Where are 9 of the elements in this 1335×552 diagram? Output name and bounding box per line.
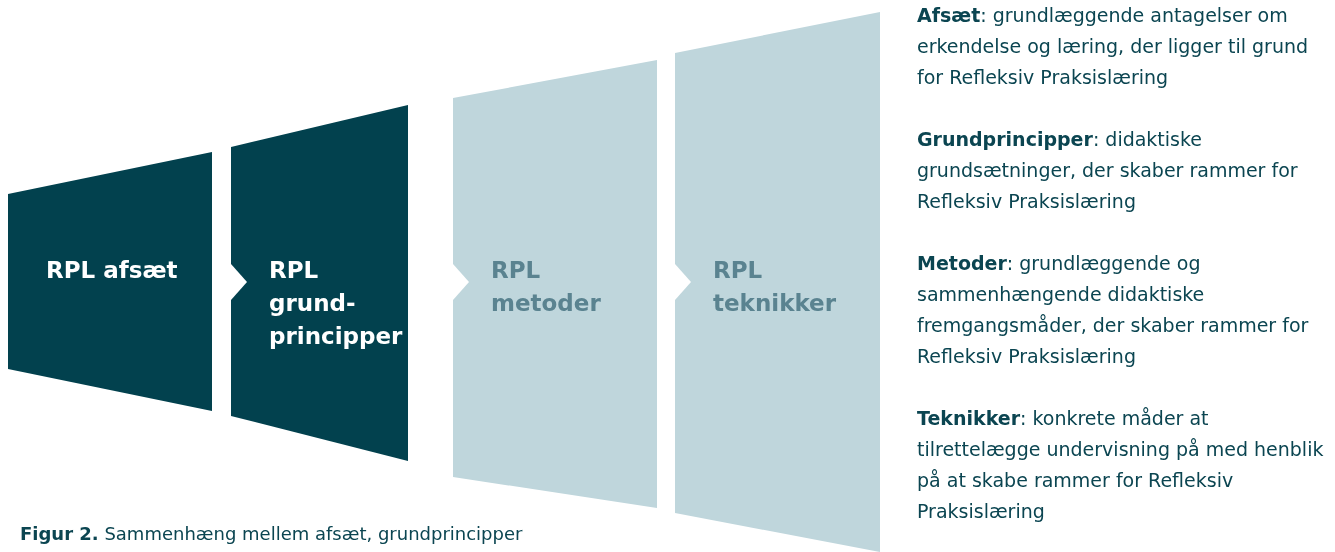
figure-caption: Figur 2. Sammenhæng mellem afsæt, grundprincipper bbox=[20, 522, 523, 546]
description-text: Metoder: grundlæggende og sammenhængende didaktiske fremgangsmåder, der skaber rammer for Refleksiv Praksislæring bbox=[917, 251, 1310, 369]
panel-label: RPL teknikker bbox=[713, 256, 838, 318]
description-text: Afsæt: grundlæggende antagelser om erkendelse og læring, der ligger til grund for Refleksiv Praksislæring bbox=[917, 3, 1310, 90]
panel-label: RPL metoder bbox=[491, 256, 602, 318]
panel-label: RPL afsæt bbox=[46, 256, 179, 285]
description-text: Teknikker: konkrete måder at tilrettelægge undervisning på med henblik på at skabe rammer for Refleksiv Praksislæring bbox=[917, 406, 1325, 524]
panel-label: RPL grund-principper bbox=[269, 256, 404, 351]
description-text: Grundprincipper: didaktiske grundsætninger, der skaber rammer for Refleksiv Praksislæring bbox=[917, 127, 1299, 214]
